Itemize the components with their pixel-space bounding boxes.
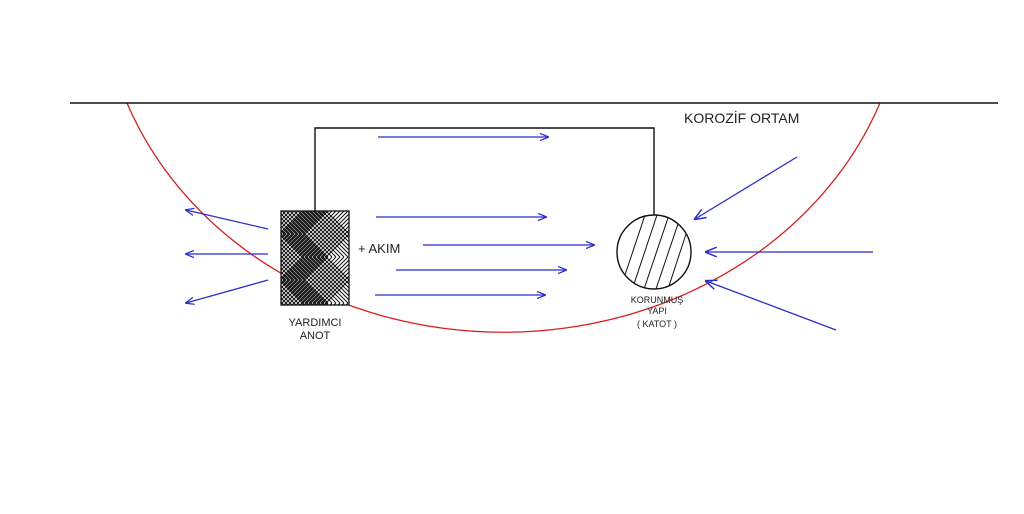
connection-wire — [314, 127, 655, 215]
current-arrow — [695, 156, 798, 219]
anode-label-line2: ANOT — [300, 330, 331, 342]
environment-label: KOROZİF ORTAM — [684, 109, 799, 126]
current-arrow — [186, 210, 269, 230]
current-arrow — [186, 279, 269, 303]
current-arrows — [186, 137, 873, 331]
cathode-label-line1: KORUNMUŞ — [631, 295, 684, 305]
anode-label-line1: YARDIMCI — [289, 317, 342, 329]
cathode-label-line2: YAPI — [647, 306, 667, 316]
current-arrow — [706, 281, 837, 331]
current-label: + AKIM — [358, 241, 400, 256]
hatched-circle-icon — [616, 214, 692, 290]
environment-boundary — [126, 102, 881, 333]
crosshatch-block-icon — [280, 210, 350, 306]
cathode-label-line3: ( KATOT ) — [637, 319, 677, 329]
